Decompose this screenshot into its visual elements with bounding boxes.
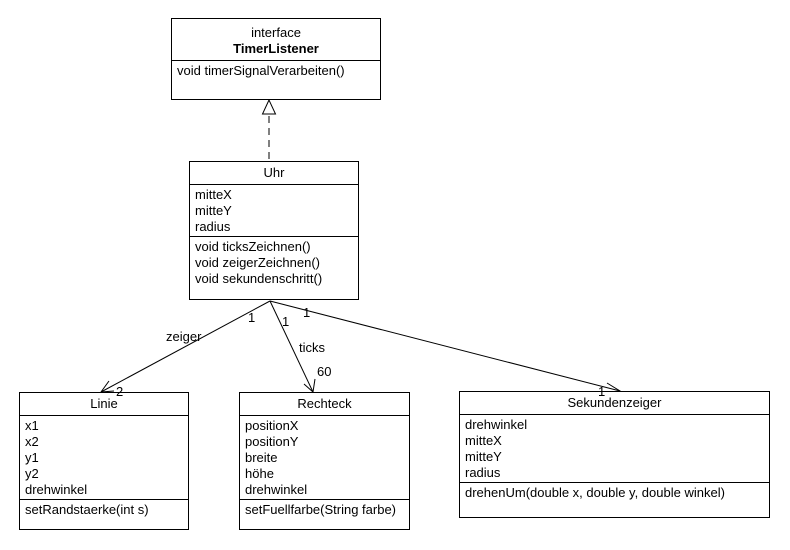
attribute-item: y1: [25, 450, 39, 465]
class-name: Uhr: [263, 165, 285, 180]
attribute-item: radius: [465, 465, 501, 480]
class-attributes: mitteX mitteY radius: [190, 184, 358, 236]
class-attributes: x1 x2 y1 y2 drehwinkel: [20, 415, 188, 499]
class-name: TimerListener: [233, 41, 319, 56]
attribute-item: positionX: [245, 418, 299, 433]
method-item: void zeigerZeichnen(): [195, 255, 321, 270]
attribute-item: mitteY: [195, 203, 232, 218]
class-rechteck[interactable]: Rechteck positionX positionY breite höhe…: [239, 392, 410, 530]
method-item: void timerSignalVerarbeiten(): [177, 63, 345, 78]
class-header: Linie: [20, 393, 188, 415]
method-item: setFuellfarbe(String farbe): [245, 502, 397, 517]
class-name: Sekundenzeiger: [567, 395, 662, 410]
class-header: interface TimerListener: [172, 19, 380, 60]
class-stereotype: interface: [251, 25, 301, 40]
method-item: void sekundenschritt(): [195, 271, 323, 286]
attribute-item: mitteX: [465, 433, 502, 448]
role-label-zeiger: zeiger: [166, 329, 202, 344]
method-item: setRandstaerke(int s): [25, 502, 149, 517]
association-ticks-edge: [269, 300, 314, 393]
attribute-item: y2: [25, 466, 39, 481]
multiplicity-label-zeiger-source: 1: [248, 310, 256, 325]
attribute-item: drehwinkel: [465, 417, 528, 432]
method-item: drehenUm(double x, double y, double wink…: [465, 485, 725, 500]
method-item: void ticksZeichnen(): [195, 239, 311, 254]
association-sekundenzeiger-edge: [269, 300, 621, 392]
attribute-item: radius: [195, 219, 231, 234]
attribute-item: mitteY: [465, 449, 502, 464]
attribute-item: höhe: [245, 466, 274, 481]
class-uhr[interactable]: Uhr mitteX mitteY radius void ticksZeich…: [189, 161, 359, 300]
multiplicity-label-sekundenzeiger-source: 1: [303, 305, 311, 320]
multiplicity-label-ticks-target: 60: [317, 364, 332, 379]
association-zeiger-edge: [100, 300, 271, 393]
role-label-ticks: ticks: [299, 340, 325, 355]
attribute-item: mitteX: [195, 187, 232, 202]
realization-arrowhead: [261, 98, 277, 115]
multiplicity-label-ticks-source: 1: [282, 314, 290, 329]
multiplicity-label-zeiger-target: 2: [116, 384, 124, 399]
class-name: Rechteck: [297, 396, 352, 411]
attribute-item: positionY: [245, 434, 299, 449]
class-timer-listener[interactable]: interface TimerListener void timerSignal…: [171, 18, 381, 100]
class-attributes: positionX positionY breite höhe drehwink…: [240, 415, 409, 499]
class-methods: void timerSignalVerarbeiten(): [172, 60, 380, 80]
multiplicity-label-sekundenzeiger-target: 1: [598, 384, 606, 399]
attribute-item: drehwinkel: [25, 482, 88, 497]
class-header: Sekundenzeiger: [460, 392, 769, 414]
class-methods: drehenUm(double x, double y, double wink…: [460, 482, 769, 502]
class-header: Rechteck: [240, 393, 409, 415]
attribute-item: breite: [245, 450, 278, 465]
class-methods: setFuellfarbe(String farbe): [240, 499, 409, 519]
attribute-item: x1: [25, 418, 39, 433]
attribute-item: drehwinkel: [245, 482, 308, 497]
class-sekundenzeiger[interactable]: Sekundenzeiger drehwinkel mitteX mitteY …: [459, 391, 770, 518]
class-header: Uhr: [190, 162, 358, 184]
class-attributes: drehwinkel mitteX mitteY radius: [460, 414, 769, 482]
class-methods: setRandstaerke(int s): [20, 499, 188, 519]
attribute-item: x2: [25, 434, 39, 449]
class-name: Linie: [90, 396, 118, 411]
class-methods: void ticksZeichnen() void zeigerZeichnen…: [190, 236, 358, 288]
class-linie[interactable]: Linie x1 x2 y1 y2 drehwinkel setRandstae…: [19, 392, 189, 530]
